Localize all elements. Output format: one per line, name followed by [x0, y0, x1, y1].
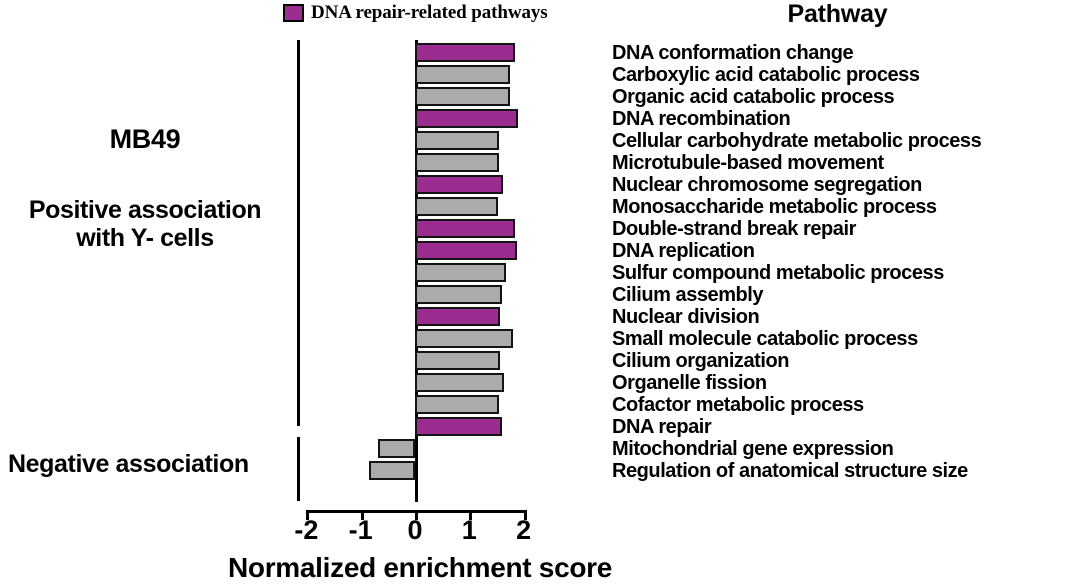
pathway-label: Organic acid catabolic process [612, 86, 895, 108]
x-axis-tick-label: 0 [407, 515, 423, 545]
bar[interactable] [415, 417, 502, 436]
bar[interactable] [415, 109, 519, 128]
pathway-label: Double-strand break repair [612, 218, 856, 240]
bar-row [0, 350, 610, 372]
x-axis-tick [415, 510, 418, 520]
bar[interactable] [415, 175, 503, 194]
positive-group-bracket [297, 40, 300, 426]
pathway-label: Sulfur compound metabolic process [612, 262, 944, 284]
x-axis-tick [523, 510, 527, 520]
chart-legend: DNA repair-related pathways [283, 0, 548, 26]
x-axis-tick-label: 1 [461, 515, 477, 545]
x-axis [0, 502, 610, 520]
bar-row [0, 108, 610, 130]
pathway-label: Monosaccharide metabolic process [612, 196, 937, 218]
bar[interactable] [415, 307, 501, 326]
bar-row [0, 328, 610, 350]
legend-swatch-icon [283, 4, 304, 22]
pathway-label: Microtubule-based movement [612, 152, 884, 174]
bar-row [0, 196, 610, 218]
pathway-label: Nuclear division [612, 306, 760, 328]
bar[interactable] [415, 241, 518, 260]
bar-row [0, 130, 610, 152]
pathway-label: DNA conformation change [612, 42, 854, 64]
negative-group-bracket [297, 437, 300, 501]
bar-row [0, 460, 610, 482]
bar-row [0, 42, 610, 64]
pathway-column-header: Pathway [787, 0, 888, 28]
pathway-label: Cilium assembly [612, 284, 764, 306]
cell-line-label: MB49 [109, 124, 181, 154]
bar[interactable] [378, 439, 415, 458]
x-axis-tick-label: -1 [348, 515, 373, 545]
bar-row [0, 218, 610, 240]
negative-association-label: Negative association [8, 450, 249, 478]
bar-row [0, 152, 610, 174]
pathway-label: Carboxylic acid catabolic process [612, 64, 920, 86]
bar[interactable] [415, 43, 515, 62]
bar[interactable] [415, 395, 500, 414]
x-axis-tick-label: 2 [516, 515, 532, 545]
bar-row [0, 394, 610, 416]
bar[interactable] [415, 351, 500, 370]
bar[interactable] [415, 373, 505, 392]
bar[interactable] [415, 131, 500, 150]
pathway-label: Organelle fission [612, 372, 767, 394]
positive-association-line1: Positive association [28, 196, 262, 224]
pathway-label: DNA repair [612, 416, 712, 438]
pathway-label: Mitochondrial gene expression [612, 438, 894, 460]
bar[interactable] [415, 153, 500, 172]
pathway-label: DNA replication [612, 240, 755, 262]
x-axis-tick [306, 510, 310, 520]
x-axis-tick [360, 510, 364, 520]
pathway-label: Regulation of anatomical structure size [612, 460, 968, 482]
bar-row [0, 416, 610, 438]
bar[interactable] [415, 87, 511, 106]
bar-row [0, 64, 610, 86]
bar[interactable] [415, 219, 515, 238]
bar-row [0, 438, 610, 460]
x-axis-tick-label: -2 [294, 515, 319, 545]
bar-row [0, 240, 610, 262]
bar-row [0, 306, 610, 328]
bar-row [0, 372, 610, 394]
pathway-label: Cofactor metabolic process [612, 394, 864, 416]
bar[interactable] [415, 285, 502, 304]
pathway-label: Cilium organization [612, 350, 790, 372]
bar[interactable] [415, 329, 513, 348]
legend-label: DNA repair-related pathways [311, 2, 548, 23]
bar-row [0, 174, 610, 196]
positive-association-label: Positive association with Y- cells [0, 196, 290, 252]
x-axis-title: Normalized enrichment score [227, 552, 613, 583]
positive-association-line2: with Y- cells [76, 224, 214, 252]
bar-row [0, 262, 610, 284]
bar-row [0, 86, 610, 108]
pathway-label: DNA recombination [612, 108, 791, 130]
pathway-label: Cellular carbohydrate metabolic process [612, 130, 982, 152]
bar-row [0, 284, 610, 306]
plot-area [0, 40, 610, 502]
bar[interactable] [415, 263, 507, 282]
bar[interactable] [415, 65, 511, 84]
pathway-label: Small molecule catabolic process [612, 328, 918, 350]
x-axis-tick [469, 510, 473, 520]
pathway-label: Nuclear chromosome segregation [612, 174, 922, 196]
bar[interactable] [415, 197, 499, 216]
bar[interactable] [368, 461, 415, 480]
